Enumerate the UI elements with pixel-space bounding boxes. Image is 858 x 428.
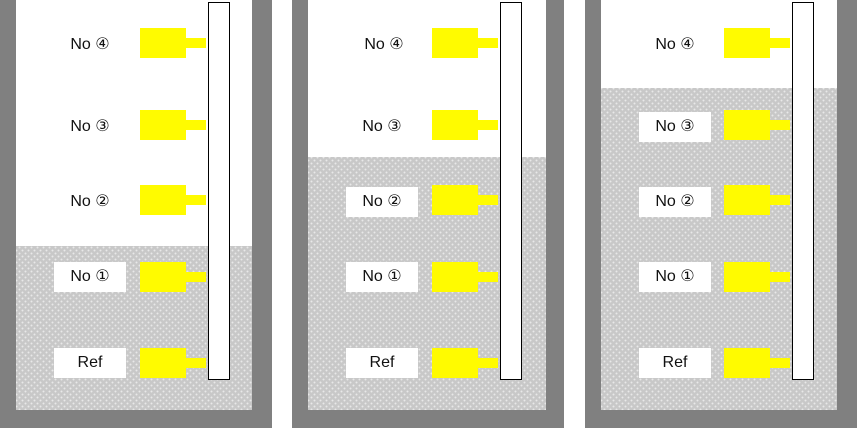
tank-floor bbox=[585, 410, 857, 428]
label-no1: No ① bbox=[639, 262, 711, 292]
sensor-no3 bbox=[140, 110, 206, 140]
sensor-no2 bbox=[724, 185, 790, 215]
tank-wall-left bbox=[585, 0, 601, 428]
tank-wall-left bbox=[0, 0, 16, 428]
label-no4: No ④ bbox=[364, 36, 404, 53]
sensor-no4 bbox=[140, 28, 206, 58]
sensor-no1 bbox=[724, 262, 790, 292]
sensor-rod bbox=[208, 2, 230, 380]
tank-graphic bbox=[0, 0, 272, 428]
label-no3: No ③ bbox=[70, 118, 110, 135]
sensor-no4 bbox=[432, 28, 498, 58]
label-ref: Ref bbox=[346, 348, 418, 378]
label-no2: No ② bbox=[639, 187, 711, 217]
label-no4: No ④ bbox=[655, 36, 695, 53]
sensor-no2 bbox=[140, 185, 206, 215]
sensor-no3 bbox=[724, 110, 790, 140]
sensor-rod bbox=[500, 2, 522, 380]
tank-wall-left bbox=[292, 0, 308, 428]
label-no2: No ② bbox=[70, 193, 110, 210]
tank-panel-2: No ④ No ③ No ② No ① Ref bbox=[292, 0, 564, 428]
label-no1: No ① bbox=[54, 262, 126, 292]
sensor-ref bbox=[432, 348, 498, 378]
tank-panel-1: No ④ No ③ No ② No ① Ref bbox=[0, 0, 272, 428]
tank-wall-right bbox=[252, 0, 272, 428]
sensor-no1 bbox=[432, 262, 498, 292]
label-no3: No ③ bbox=[639, 112, 711, 142]
tank-wall-right bbox=[546, 0, 564, 428]
sensor-rod bbox=[792, 2, 814, 380]
sensor-no1 bbox=[140, 262, 206, 292]
label-no4: No ④ bbox=[70, 36, 110, 53]
sensor-ref bbox=[140, 348, 206, 378]
label-ref: Ref bbox=[54, 348, 126, 378]
label-no3: No ③ bbox=[362, 118, 402, 135]
tank-floor bbox=[0, 410, 272, 428]
tank-floor bbox=[292, 410, 564, 428]
sensor-no3 bbox=[432, 110, 498, 140]
label-no1: No ① bbox=[346, 262, 418, 292]
sensor-no4 bbox=[724, 28, 790, 58]
tank-graphic bbox=[585, 0, 857, 428]
label-no2: No ② bbox=[346, 187, 418, 217]
sensor-no2 bbox=[432, 185, 498, 215]
label-ref: Ref bbox=[639, 348, 711, 378]
tank-wall-right bbox=[837, 0, 857, 428]
tank-graphic bbox=[292, 0, 564, 428]
tank-panel-3: No ④ No ③ No ② No ① Ref bbox=[585, 0, 857, 428]
sensor-ref bbox=[724, 348, 790, 378]
